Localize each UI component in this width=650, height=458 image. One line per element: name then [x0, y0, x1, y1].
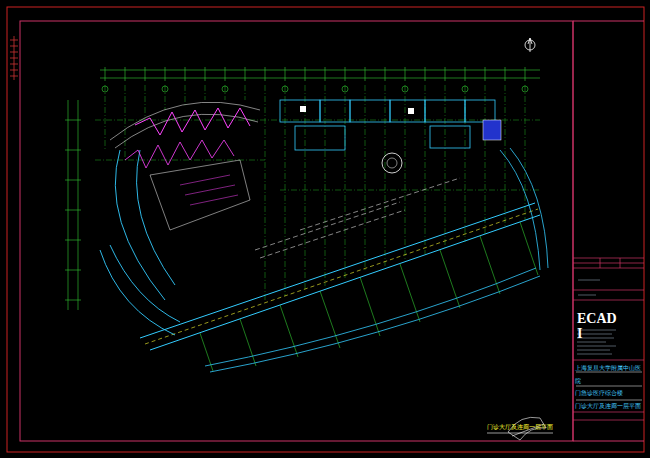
title-cell-rules: [576, 372, 642, 400]
node-text: ECADI: [577, 311, 619, 342]
margin-ticks: [10, 36, 18, 80]
stair: [180, 175, 238, 205]
outer-frame: [7, 7, 644, 452]
title-block-cell: 上海复旦大学附属中山医院门急诊医疗综合楼门诊大厅及连廊一层平面: [574, 361, 643, 414]
drawing-title: 门诊大厅及连廊一层平面: [487, 423, 553, 432]
node-text: 上海复旦大学附属中山医院: [575, 362, 642, 387]
spiral-stair: [382, 153, 402, 173]
north-arrow: [528, 38, 532, 52]
title-block-border: [573, 441, 644, 442]
grid-line: [105, 85, 525, 300]
dimension-ticks: [65, 67, 525, 300]
spiral-stair: [387, 158, 397, 168]
title-block-rules: [573, 258, 644, 420]
title-underline: [487, 433, 553, 434]
dimension-line: [68, 70, 540, 310]
outer-wall: [500, 148, 548, 270]
corridor-axis: [145, 209, 538, 344]
wing-wall: [110, 102, 260, 148]
grid-bubble: [102, 86, 528, 92]
canopy-line: [255, 178, 460, 258]
corridor-wall: [140, 203, 540, 350]
wing-wall: [100, 150, 180, 335]
title-block-border: [573, 21, 574, 441]
atrium: [150, 160, 250, 230]
company-logo-box: ECADI: [576, 310, 620, 343]
room: [280, 100, 495, 150]
node-text: 门急诊医疗综合楼: [575, 387, 642, 400]
title-block-border: [573, 21, 644, 22]
fixture: [300, 106, 306, 112]
room-fill: [483, 120, 501, 140]
inner-frame: [20, 21, 573, 441]
grid-line: [95, 120, 540, 190]
node-text: 门诊大厅及连廊一层平面: [575, 400, 642, 413]
room-partitions: [135, 108, 250, 135]
outer-wall: [205, 268, 540, 372]
fixture: [408, 108, 414, 114]
